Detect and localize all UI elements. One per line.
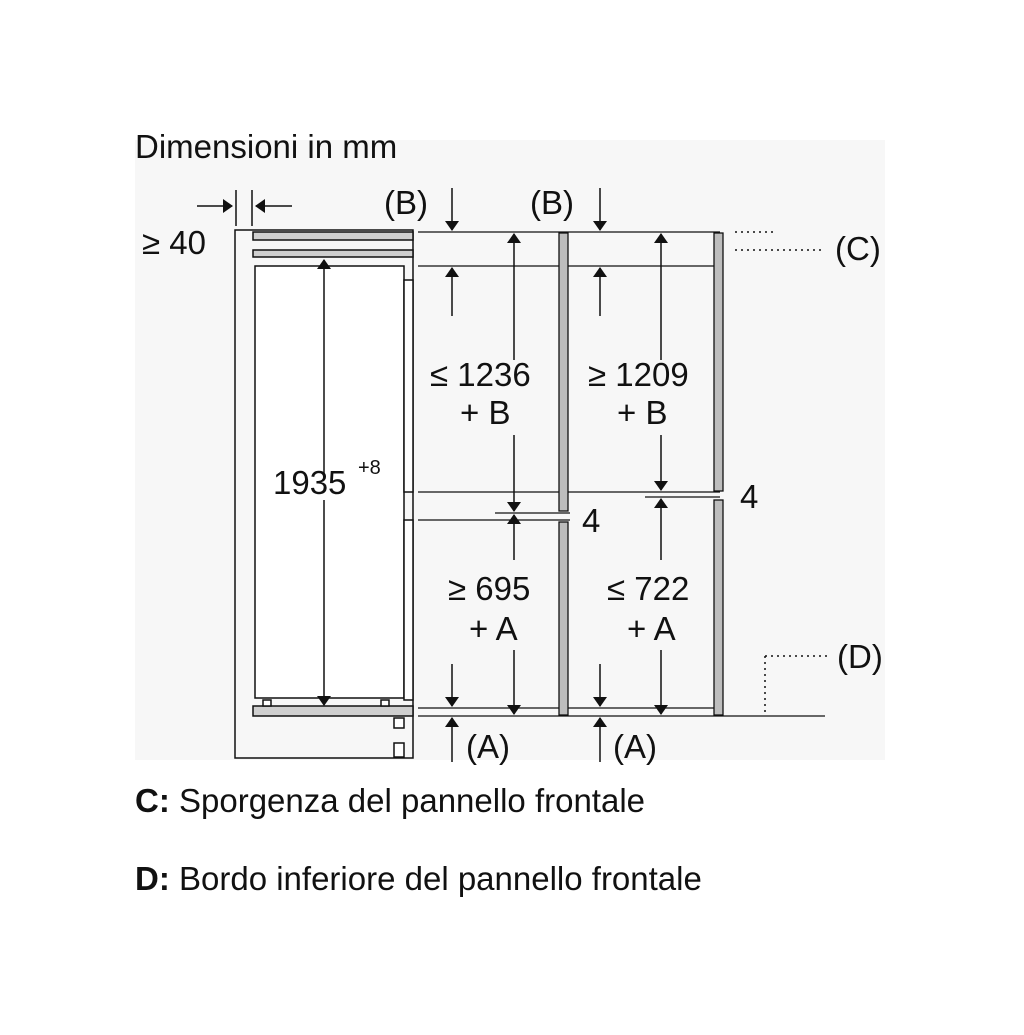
label-a-left: (A) <box>466 728 510 765</box>
dimension-arrows <box>197 188 668 762</box>
niche-outline <box>234 229 414 759</box>
legend-key-d: D: <box>135 860 170 897</box>
diagram-title: Dimensioni in mm <box>135 128 398 165</box>
label-b-right: (B) <box>530 184 574 221</box>
legend-key-c: C: <box>135 782 170 819</box>
label-height-total: 1935 <box>273 464 346 501</box>
label-d: (D) <box>837 638 883 675</box>
label-upper-right-value: ≥ 1209 <box>588 356 689 393</box>
appliance-bottom <box>252 699 414 758</box>
label-upper-left-value: ≤ 1236 <box>430 356 531 393</box>
appliance-body <box>254 265 414 701</box>
legend-text-c: Sporgenza del pannello frontale <box>169 782 646 819</box>
label-gap-mid: 4 <box>582 502 600 539</box>
label-c: (C) <box>835 230 881 267</box>
label-gap-left: ≥ 40 <box>142 224 206 261</box>
front-panels <box>558 232 724 716</box>
label-lower-right-plus: + A <box>627 610 676 647</box>
dotted-lines <box>735 231 830 716</box>
label-height-tolerance: +8 <box>358 457 381 479</box>
label-b-left: (B) <box>384 184 428 221</box>
legend-item-d: D: Bordo inferiore del pannello frontale <box>135 860 702 898</box>
label-gap-right: 4 <box>740 478 758 515</box>
appliance-top <box>252 231 414 258</box>
label-lower-left-value: ≥ 695 <box>448 570 530 607</box>
legend-text-d: Bordo inferiore del pannello frontale <box>169 860 702 897</box>
label-a-right: (A) <box>613 728 657 765</box>
reference-lines <box>418 231 825 717</box>
label-lower-right-value: ≤ 722 <box>607 570 689 607</box>
label-upper-left-plus: + B <box>460 394 510 431</box>
label-upper-right-plus: + B <box>617 394 667 431</box>
legend-item-c: C: Sporgenza del pannello frontale <box>135 782 645 820</box>
label-lower-left-plus: + A <box>469 610 518 647</box>
dimension-labels: ≥ 40 (B) (B) (C) (D) (A) (A) 1935 +8 ≤ 1… <box>142 184 883 765</box>
